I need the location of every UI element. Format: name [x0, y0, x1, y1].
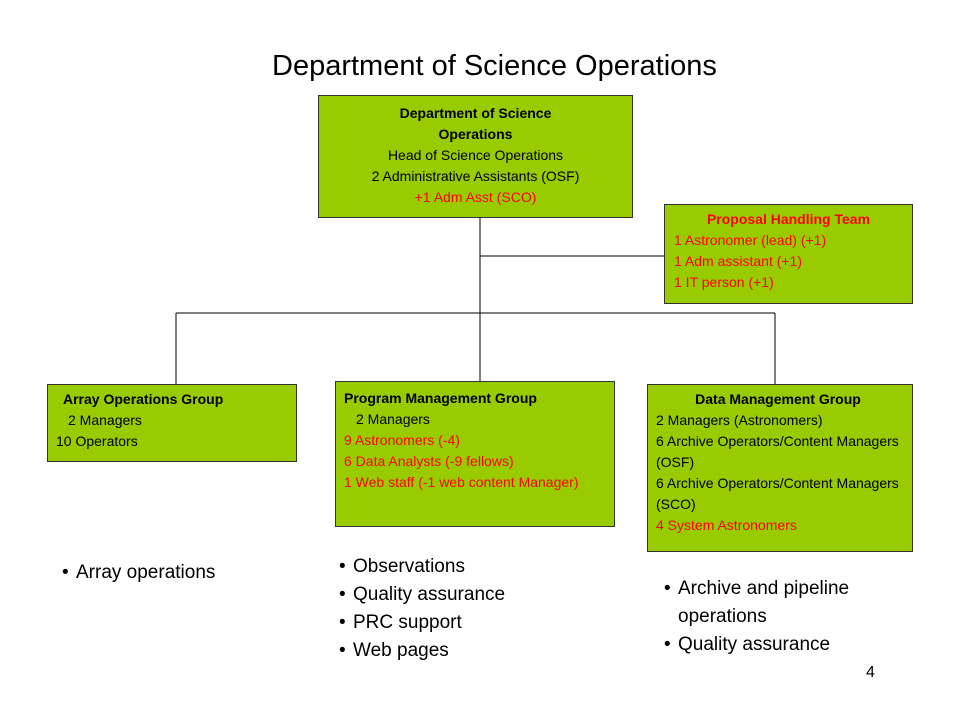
pmg-heading: Program Management Group: [344, 390, 537, 406]
dmg-line1: 2 Managers (Astronomers): [656, 412, 823, 428]
list-item: •Web pages: [339, 640, 449, 661]
dmg-line3: 6 Archive Operators/Content Managers (SC…: [656, 475, 899, 512]
pmg-line4: 1 Web staff (-1 web content Manager): [344, 474, 579, 490]
aog-line1: 2 Managers: [68, 412, 142, 428]
dmg-heading: Data Management Group: [695, 391, 861, 407]
dso-line1: Head of Science Operations: [387, 147, 564, 163]
list-item: operations: [678, 606, 767, 627]
pmg-bullet-list: •Observations •Quality assurance •PRC su…: [339, 553, 505, 665]
aog-box: Array Operations Group 2 Managers 10 Ope…: [47, 384, 297, 462]
aog-heading: Array Operations Group: [63, 391, 224, 407]
pht-line1: 1 Astronomer (lead) (+1): [674, 232, 827, 248]
page-number: 4: [866, 664, 875, 681]
dso-box: Department of Science Operations Head of…: [318, 95, 633, 218]
page-title: Department of Science Operations: [272, 50, 717, 82]
aog-bullet-list: •Array operations: [62, 559, 215, 587]
pht-box: Proposal Handling Team 1 Astronomer (lea…: [664, 204, 913, 304]
dso-line3: +1 Adm Asst (SCO): [414, 189, 537, 205]
dso-heading: Department of Science Operations: [399, 105, 552, 142]
dmg-line2: 6 Archive Operators/Content Managers (OS…: [656, 433, 899, 470]
aog-line2: 10 Operators: [56, 433, 138, 449]
pmg-box: Program Management Group 2 Managers 9 As…: [335, 381, 615, 527]
pmg-line3: 6 Data Analysts (-9 fellows): [344, 453, 514, 469]
pht-heading: Proposal Handling Team: [706, 211, 871, 227]
list-item: •Quality assurance: [664, 634, 831, 655]
list-item: •Quality assurance: [339, 584, 506, 605]
pmg-line1: 2 Managers: [356, 411, 430, 427]
dmg-bullet-list: •Archive and pipeline operations •Qualit…: [664, 575, 849, 659]
pht-line3: 1 IT person (+1): [674, 274, 774, 290]
list-item: •Archive and pipeline: [664, 578, 850, 599]
dso-line2: 2 Administrative Assistants (OSF): [371, 168, 580, 184]
pmg-line2: 9 Astronomers (-4): [344, 432, 460, 448]
dmg-box: Data Management Group 2 Managers (Astron…: [647, 384, 913, 552]
list-item: •Array operations: [62, 562, 216, 583]
dmg-line4: 4 System Astronomers: [656, 517, 797, 533]
list-item: •Observations: [339, 556, 465, 577]
pht-line2: 1 Adm assistant (+1): [674, 253, 803, 269]
list-item: •PRC support: [339, 612, 462, 633]
